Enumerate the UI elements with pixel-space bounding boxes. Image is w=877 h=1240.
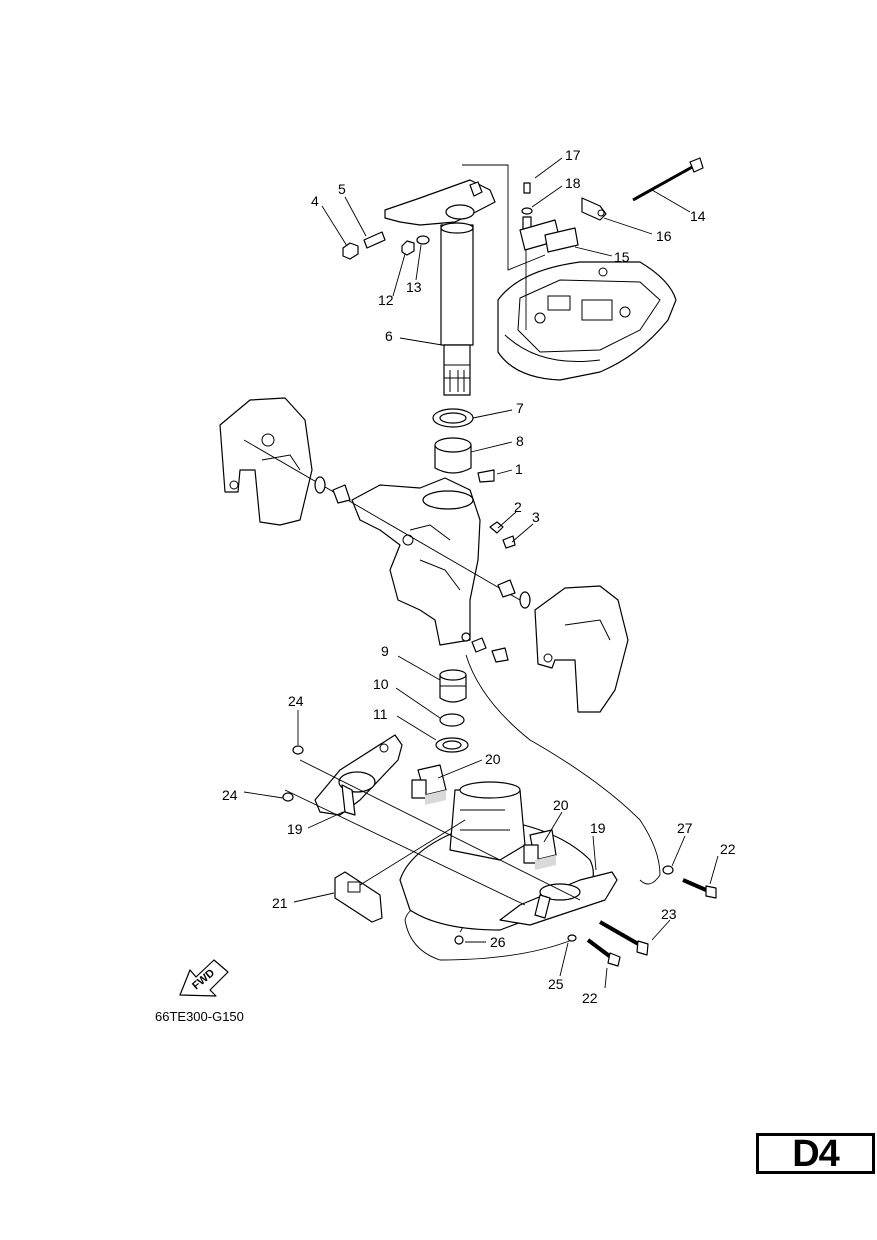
assembly-lines: [284, 759, 581, 906]
callout-1: 1: [515, 461, 523, 477]
callout-12: 12: [378, 292, 394, 308]
callout-11: 11: [373, 706, 388, 722]
callout-23: 23: [661, 906, 677, 922]
callout-labels: 1 2 3 4 5 6 7 8 9 10 11 12 13 14 15 16 1…: [222, 147, 736, 1006]
callout-20-left: 20: [485, 751, 501, 767]
tilt-bushings: [314, 476, 531, 609]
mount-rubber-left: [411, 764, 447, 805]
callout-15: 15: [614, 249, 630, 265]
left-clamp-bracket: [219, 397, 313, 526]
callout-27: 27: [677, 820, 693, 836]
swivel-bracket: [351, 477, 481, 646]
callout-6: 6: [385, 328, 393, 344]
callout-2: 2: [514, 499, 522, 515]
steering-shaft: [384, 179, 496, 396]
callout-19-right: 19: [590, 820, 606, 836]
callout-18: 18: [565, 175, 581, 191]
mount-rubber-right: [523, 829, 557, 870]
bolts: [454, 878, 717, 967]
callout-26: 26: [490, 934, 506, 950]
callout-19-left: 19: [287, 821, 303, 837]
callout-17: 17: [565, 147, 581, 163]
mount-cover: [334, 871, 383, 923]
callout-20-right: 20: [553, 797, 569, 813]
callout-24-left: 24: [222, 787, 238, 803]
wire-clamp-assembly: [462, 164, 607, 330]
mount-housing-left: [314, 734, 403, 816]
section-label: D4: [792, 1132, 840, 1175]
long-bolt: [632, 157, 704, 202]
callout-22-right: 22: [720, 841, 736, 857]
callout-4: 4: [311, 193, 319, 209]
callout-21: 21: [272, 895, 288, 911]
callout-24-top: 24: [288, 693, 304, 709]
callout-8: 8: [516, 433, 524, 449]
upper-bushing: [432, 408, 495, 483]
steering-fasteners: [342, 231, 430, 260]
section-label-box: D4: [756, 1133, 875, 1174]
washers: [282, 745, 674, 942]
callout-25: 25: [548, 976, 564, 992]
callout-7: 7: [516, 400, 524, 416]
callout-14: 14: [690, 208, 706, 224]
callout-13: 13: [406, 279, 422, 295]
callout-10: 10: [373, 676, 389, 692]
callout-leaders: [243, 157, 719, 989]
diagram-code: 66TE300-G150: [155, 1009, 244, 1024]
callout-22-bottom: 22: [582, 990, 598, 1006]
tilt-tube-axis: [243, 439, 521, 601]
right-clamp-bracket: [534, 585, 629, 713]
lower-bushing: [435, 669, 469, 753]
callout-5: 5: [338, 181, 346, 197]
callout-16: 16: [656, 228, 672, 244]
grease-fittings: [461, 632, 509, 663]
callout-9: 9: [381, 643, 389, 659]
mount-housing-right: [499, 871, 618, 926]
bottom-cowling: [497, 261, 677, 381]
callout-3: 3: [532, 509, 540, 525]
fwd-arrow-icon: FWD: [179, 959, 229, 997]
